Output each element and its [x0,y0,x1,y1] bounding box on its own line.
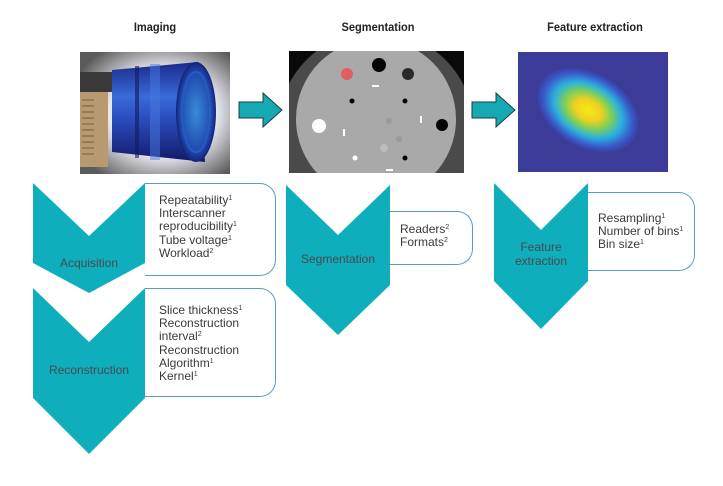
info-item: interval2 [159,329,202,344]
arrow-right-icon [238,91,284,133]
chevron-step-acquisition [33,183,145,298]
info-item: Formats2 [400,235,448,250]
column-title-feature-extraction: Feature extraction [547,20,643,34]
step-label-feature-extraction: Feature extraction [494,240,588,268]
info-item: Reconstruction [159,342,240,357]
info-box-segmentation: Readers2 Formats2 [390,211,473,265]
info-item: Readers2 [400,222,450,236]
step-label-segmentation: Segmentation [300,252,376,266]
info-item: reproducibility1 [159,219,237,234]
info-box-acquisition: Repeatability1 Interscanner reproducibil… [145,183,276,276]
ct-phantom-photo-icon [80,52,230,174]
chevron-step-reconstruction [33,288,145,459]
info-item: Kernel1 [159,369,198,384]
info-item: Workload2 [159,245,214,260]
info-item: Number of bins1 [598,224,684,239]
column-title-segmentation: Segmentation [341,20,415,34]
info-item: Resampling1 [598,211,666,225]
info-item: Reconstruction [159,316,240,331]
heatmap-image-icon [518,52,668,172]
step-label-reconstruction: Reconstruction [48,363,130,377]
step-label-line: Feature [520,240,562,254]
chevron-step-feature-extraction [494,183,588,334]
chevron-step-segmentation [286,185,390,340]
info-item: Algorithm1 [159,355,214,370]
info-item: Interscanner [159,206,226,221]
arrow-right-icon [471,91,517,133]
step-label-line: extraction [514,254,568,268]
info-box-reconstruction: Slice thickness1 Reconstruction interval… [145,288,276,397]
info-item: Tube voltage1 [159,232,232,247]
info-item: Slice thickness1 [159,303,243,317]
info-box-feature-extraction: Resampling1 Number of bins1 Bin size1 [588,192,695,271]
column-title-imaging: Imaging [133,20,177,34]
info-item: Repeatability1 [159,193,233,207]
info-item: Bin size1 [598,237,644,252]
ct-slice-image-icon [289,51,464,173]
step-label-acquisition: Acquisition [59,256,119,270]
